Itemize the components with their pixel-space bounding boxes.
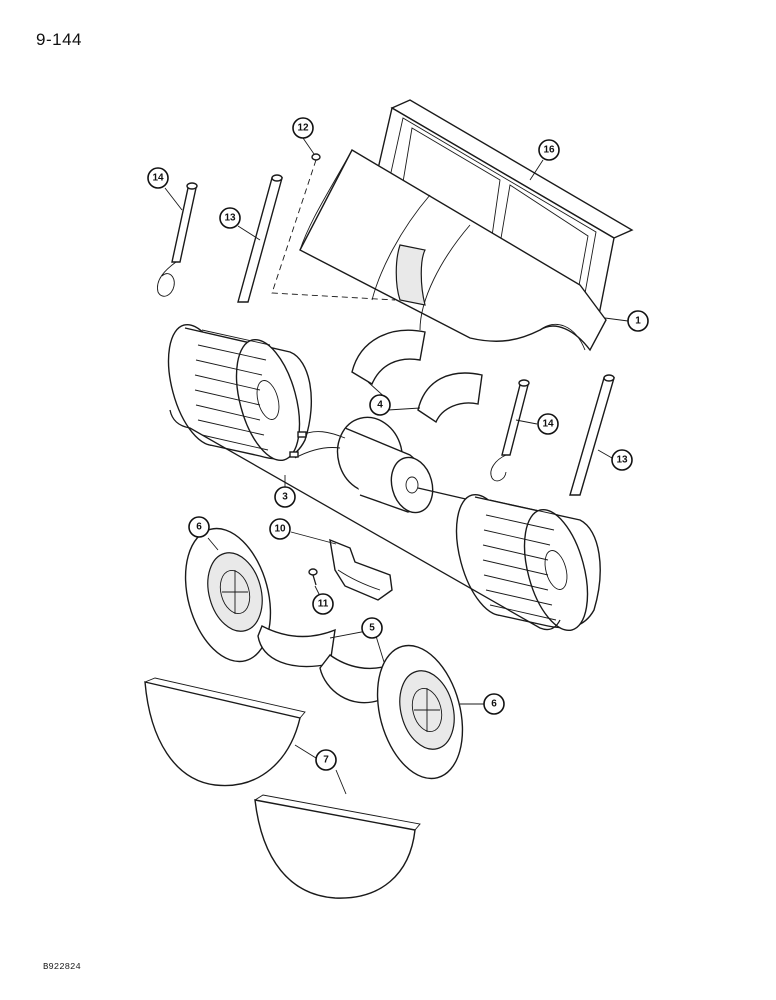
callout-5: 5: [361, 617, 383, 639]
tube-part-13-right: [569, 374, 615, 496]
svg-text:14: 14: [542, 419, 554, 430]
svg-text:7: 7: [323, 755, 329, 766]
svg-text:13: 13: [224, 213, 236, 224]
screw-part-11: [308, 568, 318, 586]
dashed-leader: [271, 159, 396, 301]
motor-bracket-part-10: [329, 538, 393, 601]
callout-3: 3: [274, 486, 296, 508]
inlet-ring-part-6-right: [376, 644, 464, 780]
tube-part-13-upper: [237, 174, 283, 303]
svg-text:5: 5: [369, 623, 375, 634]
svg-text:3: 3: [282, 492, 288, 503]
callout-7: 7: [315, 749, 337, 771]
callout-13-upper: 13: [219, 207, 241, 229]
scroll-part-5: [257, 625, 392, 704]
assembly-bracket: [169, 409, 561, 631]
svg-text:10: 10: [274, 524, 286, 535]
callout-11: 11: [312, 593, 334, 615]
harness-part-14-upper: [157, 182, 198, 297]
svg-text:1: 1: [635, 316, 641, 327]
svg-text:16: 16: [543, 145, 555, 156]
blower-wheel-left: [167, 323, 312, 462]
figure-code: B922824: [43, 962, 81, 972]
blower-motor: [289, 416, 471, 514]
callout-10: 10: [269, 518, 291, 540]
callout-14-upper: 14: [147, 167, 169, 189]
page-number: 9-144: [36, 30, 82, 49]
lower-housing-part-7-lower: [254, 794, 421, 899]
callout-1: 1: [627, 310, 649, 332]
fastener-part-12: [311, 153, 321, 161]
inlet-ring-part-6-left: [184, 527, 272, 663]
svg-text:11: 11: [318, 599, 329, 610]
svg-text:6: 6: [491, 699, 497, 710]
scroll-part-4: [351, 329, 483, 424]
callout-14-right: 14: [537, 413, 559, 435]
svg-text:13: 13: [616, 455, 628, 466]
svg-text:6: 6: [196, 522, 202, 533]
callout-13-right: 13: [611, 449, 633, 471]
callout-16: 16: [538, 139, 560, 161]
svg-text:12: 12: [297, 123, 309, 134]
svg-text:14: 14: [152, 173, 164, 184]
callout-12: 12: [292, 117, 314, 139]
callout-6-left: 6: [188, 516, 210, 538]
blower-housing-part-1: [299, 149, 607, 352]
callout-4: 4: [369, 394, 391, 416]
lower-housing-part-7-upper: [144, 677, 306, 787]
blower-wheel-right: [455, 493, 601, 632]
harness-part-14-right: [490, 379, 530, 482]
svg-text:4: 4: [377, 400, 383, 411]
callout-6-right: 6: [483, 693, 505, 715]
